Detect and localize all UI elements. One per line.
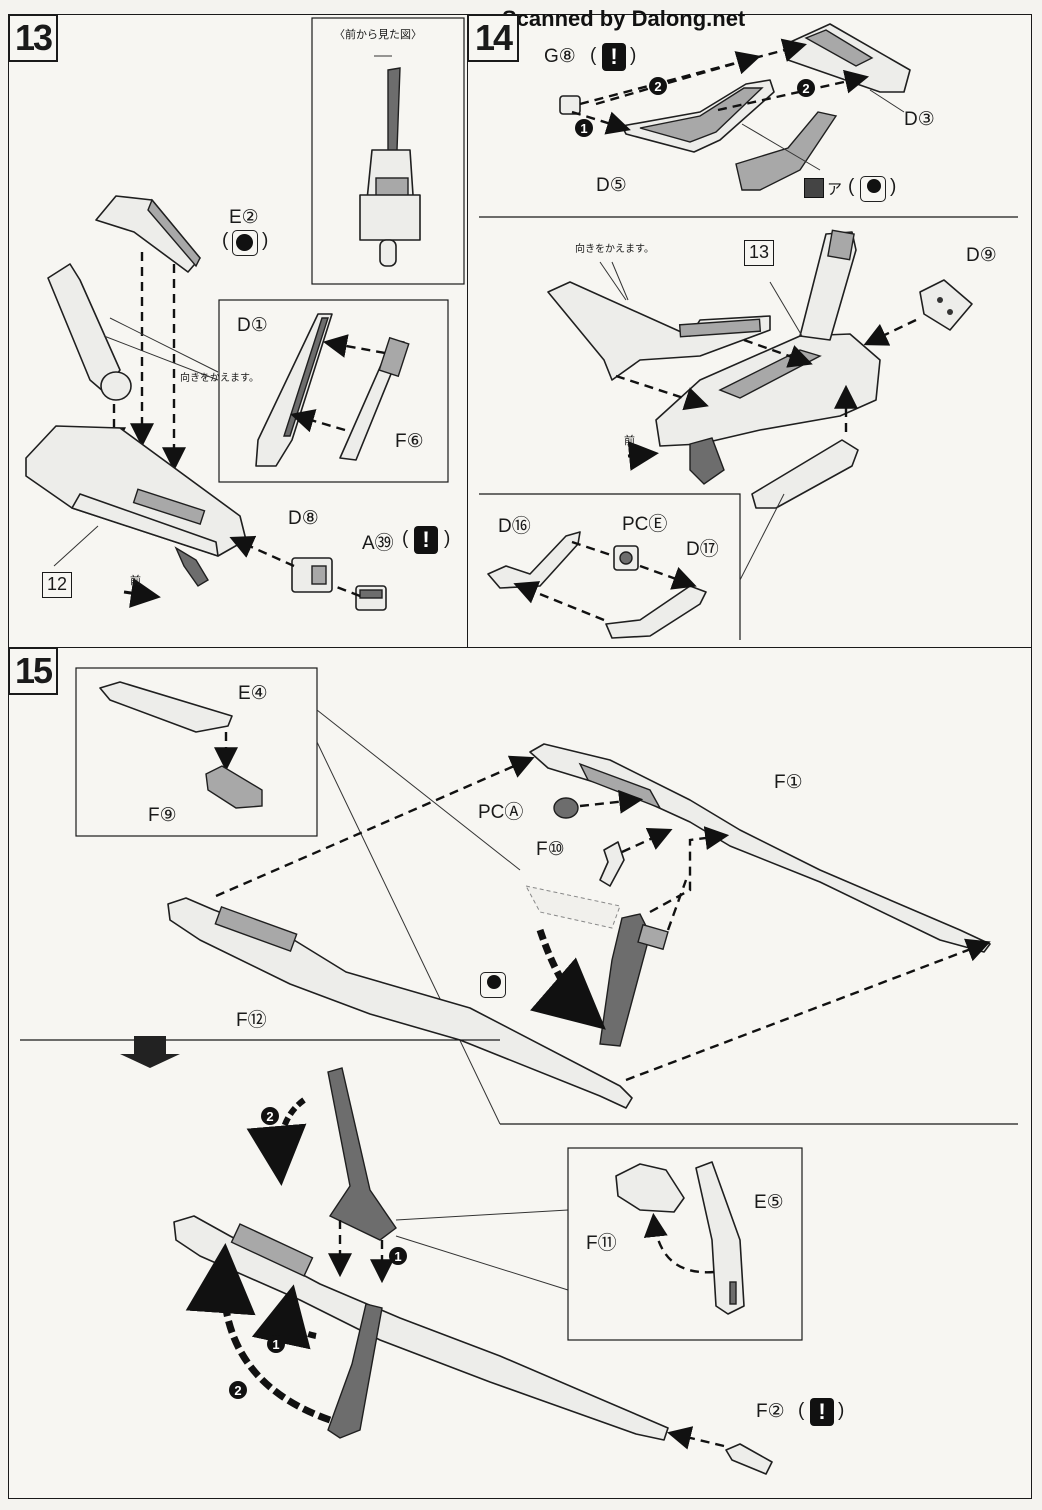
- paren-close: ): [838, 1400, 845, 1421]
- label-f2: F②: [756, 1401, 785, 1422]
- svg-text:2: 2: [654, 79, 661, 94]
- svg-text:2: 2: [802, 81, 809, 96]
- ref-box-12: 12: [42, 572, 72, 598]
- turn-note-14: 向きをかえます。: [575, 244, 654, 255]
- a39-part: [355, 585, 387, 611]
- step-14-number: 14: [467, 14, 519, 62]
- body-12-part: [25, 425, 247, 587]
- sticker-swatch: [804, 178, 824, 198]
- upper-blade-part: [327, 1067, 397, 1241]
- e4-part: [99, 681, 233, 733]
- paren-close: ): [262, 230, 269, 251]
- front-view-caption: 〈前から見た図〉: [334, 28, 422, 41]
- f10-part: [599, 841, 625, 887]
- step-13-number: 13: [8, 14, 58, 62]
- front-label-14: 前: [624, 434, 635, 447]
- paren-open: (: [222, 230, 229, 251]
- label-f9: F⑨: [148, 805, 177, 826]
- paren-open: (: [590, 45, 597, 66]
- label-e2: E②: [229, 207, 259, 228]
- blade-part: [599, 913, 669, 1047]
- turned-part: [547, 281, 771, 381]
- sticker-part: [735, 111, 838, 191]
- black-paint-icon: [860, 176, 886, 202]
- label-d17: D⑰: [686, 539, 719, 560]
- black-paint-icon: [232, 230, 258, 256]
- label-f11: F⑪: [586, 1233, 617, 1254]
- label-d9: D⑨: [966, 245, 997, 266]
- label-a39: A㊴: [362, 533, 394, 554]
- label-d3: D③: [904, 109, 935, 130]
- front-label-13: 前: [130, 574, 141, 587]
- d16-part: [487, 531, 581, 589]
- svg-text:1: 1: [394, 1249, 401, 1264]
- front-view-part: [359, 55, 421, 267]
- paren-close: ): [890, 176, 897, 197]
- svg-text:2: 2: [234, 1383, 241, 1398]
- ref-box-13: 13: [744, 240, 774, 266]
- paren-close: ): [444, 528, 451, 549]
- f6-part: [339, 336, 410, 461]
- label-pce: PCⒺ: [622, 514, 668, 535]
- label-f10: F⑩: [536, 839, 565, 860]
- lower-blade-part: [327, 1303, 383, 1439]
- svg-text:2: 2: [266, 1109, 273, 1124]
- paren-open: (: [848, 176, 855, 197]
- f2-part: [725, 1443, 773, 1475]
- g8-part: [559, 95, 581, 115]
- label-d5: D⑤: [596, 175, 627, 196]
- step-arrow-icon: [120, 1036, 180, 1068]
- label-f6: F⑥: [395, 431, 424, 452]
- label-e5: E⑤: [754, 1192, 784, 1213]
- label-d8: D⑧: [288, 508, 319, 529]
- f11-part: [615, 1163, 685, 1213]
- step-15-number: 15: [8, 647, 58, 695]
- e2-part: [95, 195, 201, 273]
- turn-note-13: 向きをかえます。: [180, 373, 259, 384]
- black-paint-icon: [480, 972, 506, 998]
- order-markers: 1 2 2 2 1 1 2: [229, 77, 815, 1399]
- clip-part: [751, 439, 859, 509]
- d9-part: [919, 279, 973, 331]
- pca-part: [553, 797, 579, 819]
- rotate-arrow-2: [185, 1243, 332, 1424]
- rotate-arrow: [530, 928, 606, 1030]
- watermark: Scanned by Dalong.net: [502, 6, 746, 31]
- label-f12: F⑫: [236, 1010, 267, 1031]
- pce-part: [613, 545, 639, 571]
- caution-icon: !: [602, 43, 626, 71]
- paren-open: (: [402, 528, 409, 549]
- label-sticker: ア: [827, 181, 843, 198]
- d1-part: [255, 313, 333, 467]
- caution-icon: !: [414, 526, 438, 554]
- e5-part: [695, 1161, 745, 1315]
- d5-part: [621, 79, 775, 153]
- label-f1: F①: [774, 772, 803, 793]
- paren-open: (: [798, 1400, 805, 1421]
- svg-text:1: 1: [580, 121, 587, 136]
- caution-icon: !: [810, 1398, 834, 1426]
- label-d1: D①: [237, 315, 268, 336]
- label-pca: PCⒶ: [478, 802, 524, 823]
- paren-close: ): [630, 45, 637, 66]
- svg-text:1: 1: [272, 1337, 279, 1352]
- label-e4: E④: [238, 683, 268, 704]
- step-15-panel: [8, 647, 1032, 1499]
- f12-part: [167, 897, 633, 1109]
- label-d16: D⑯: [498, 516, 531, 537]
- d17-part: [605, 585, 707, 639]
- f9-part: [205, 765, 263, 809]
- arm-part: [47, 263, 132, 401]
- d8-part: [291, 557, 333, 593]
- label-g8: G⑧: [544, 46, 576, 67]
